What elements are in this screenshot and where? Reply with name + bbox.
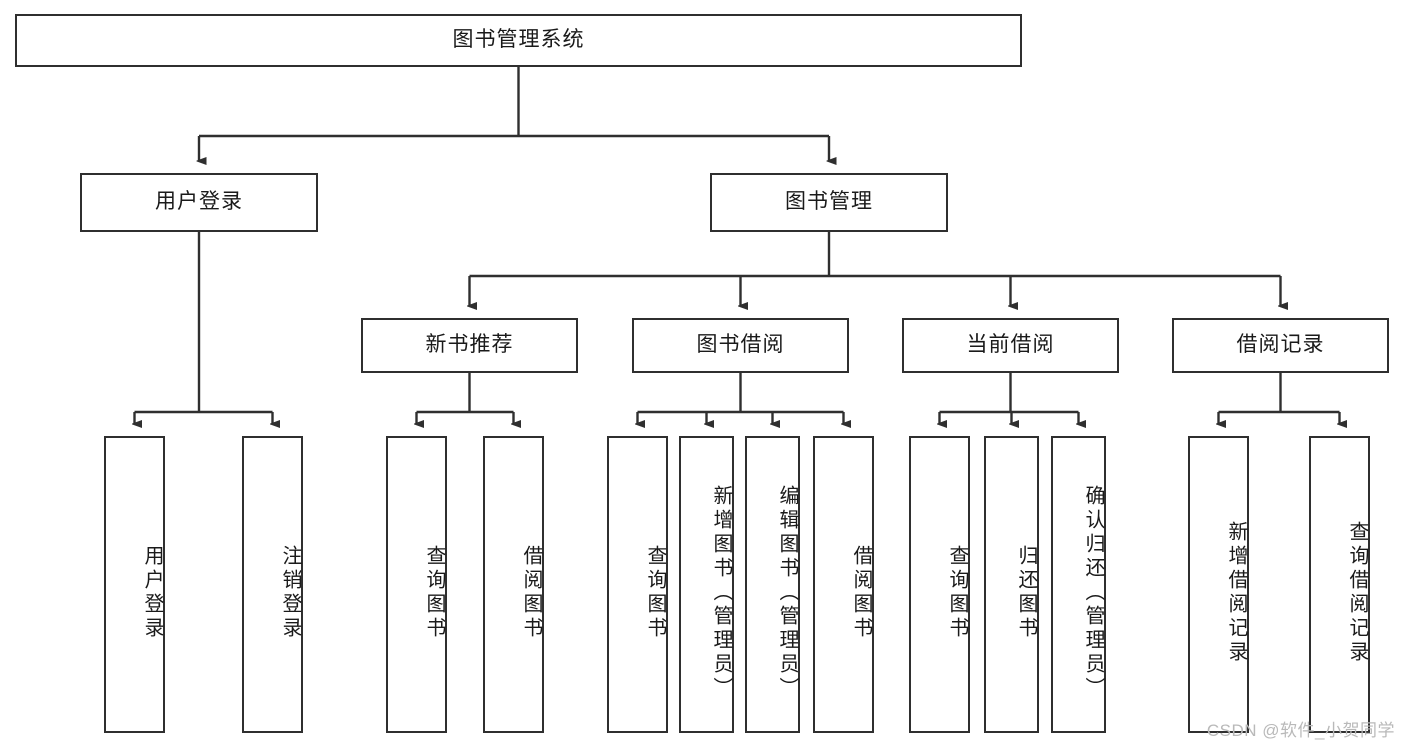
node-root[interactable]: 图书管理系统 xyxy=(15,14,1022,67)
node-label: 借阅记录 xyxy=(1236,333,1325,357)
node-label: 当前借阅 xyxy=(966,333,1055,357)
node-label: 查询借阅记录 xyxy=(1346,520,1368,665)
node-label: 新增借阅记录 xyxy=(1225,520,1247,665)
node-label: 借阅图书 xyxy=(520,544,542,641)
node-label: 归还图书 xyxy=(1015,544,1037,641)
node-l_logout[interactable]: 注销登录 xyxy=(242,436,303,733)
node-label: 图书管理系统 xyxy=(452,28,585,52)
node-newbook[interactable]: 新书推荐 xyxy=(361,318,578,373)
node-label: 新书推荐 xyxy=(425,333,514,357)
node-l_login[interactable]: 用户登录 xyxy=(104,436,165,733)
node-label: 图书借阅 xyxy=(696,333,785,357)
watermark: CSDN @软件_小贺同学 xyxy=(1206,721,1395,740)
node-label: 新增图书（管理员） xyxy=(710,484,732,701)
node-l_re_add[interactable]: 新增借阅记录 xyxy=(1188,436,1249,733)
node-label: 注销登录 xyxy=(279,544,301,641)
node-label: 查询图书 xyxy=(946,544,968,641)
node-l_nb_query[interactable]: 查询图书 xyxy=(386,436,447,733)
node-label: 用户登录 xyxy=(155,190,243,214)
node-l_bo_query[interactable]: 查询图书 xyxy=(607,436,668,733)
node-label: 借阅图书 xyxy=(850,544,872,641)
node-l_nb_borrow[interactable]: 借阅图书 xyxy=(483,436,544,733)
node-label: 编辑图书（管理员） xyxy=(776,484,798,701)
node-l_bo_borrow[interactable]: 借阅图书 xyxy=(813,436,874,733)
node-label: 查询图书 xyxy=(644,544,666,641)
node-bookmgmt[interactable]: 图书管理 xyxy=(710,173,948,232)
node-l_cu_return[interactable]: 归还图书 xyxy=(984,436,1039,733)
node-label: 图书管理 xyxy=(785,190,873,214)
node-login[interactable]: 用户登录 xyxy=(80,173,318,232)
node-label: 确认归还（管理员） xyxy=(1082,484,1104,701)
node-borrow[interactable]: 图书借阅 xyxy=(632,318,849,373)
node-l_re_query[interactable]: 查询借阅记录 xyxy=(1309,436,1370,733)
node-l_bo_edit[interactable]: 编辑图书（管理员） xyxy=(745,436,800,733)
node-label: 查询图书 xyxy=(423,544,445,641)
node-records[interactable]: 借阅记录 xyxy=(1172,318,1389,373)
node-l_cu_confirm[interactable]: 确认归还（管理员） xyxy=(1051,436,1106,733)
node-current[interactable]: 当前借阅 xyxy=(902,318,1119,373)
node-l_bo_add[interactable]: 新增图书（管理员） xyxy=(679,436,734,733)
node-label: 用户登录 xyxy=(141,544,163,641)
node-l_cu_query[interactable]: 查询图书 xyxy=(909,436,970,733)
